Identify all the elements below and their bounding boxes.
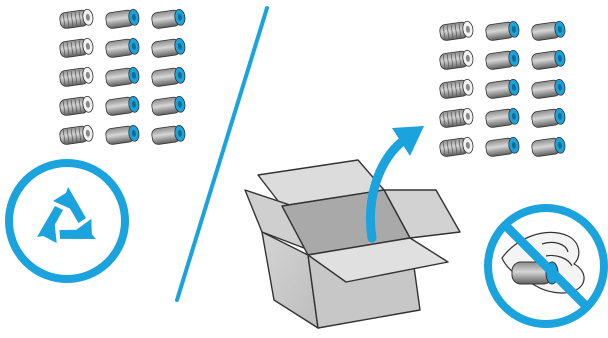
right-roller-grid [439,20,566,157]
roller-icon [485,49,520,70]
roller-icon [439,20,474,41]
roller-icon [59,124,94,145]
roller-icon [485,107,520,128]
divider-line [175,6,269,302]
roller-icon [105,37,140,58]
roller-icon [151,37,186,58]
no-touch-icon [484,204,608,328]
roller-icon [105,124,140,145]
roller-icon [151,8,186,29]
roller-icon [105,95,140,116]
recycle-icon [5,159,129,283]
curved-arrow-icon [365,126,424,243]
roller-icon [531,136,566,157]
roller-icon [151,95,186,116]
roller-icon [105,66,140,87]
roller-icon [59,66,94,87]
roller-icon [59,8,94,29]
left-roller-grid [59,8,186,145]
roller-icon [485,20,520,41]
roller-icon [485,136,520,157]
roller-icon [105,8,140,29]
open-box-icon [244,159,461,329]
roller-icon [485,78,520,99]
roller-icon [439,78,474,99]
roller-icon [151,124,186,145]
roller-icon [439,49,474,70]
roller-icon [151,66,186,87]
roller-icon [531,78,566,99]
roller-icon [531,49,566,70]
roller-icon [531,20,566,41]
roller-icon [439,107,474,128]
roller-icon [531,107,566,128]
roller-icon [59,95,94,116]
roller-icon [439,136,474,157]
roller-icon [59,37,94,58]
